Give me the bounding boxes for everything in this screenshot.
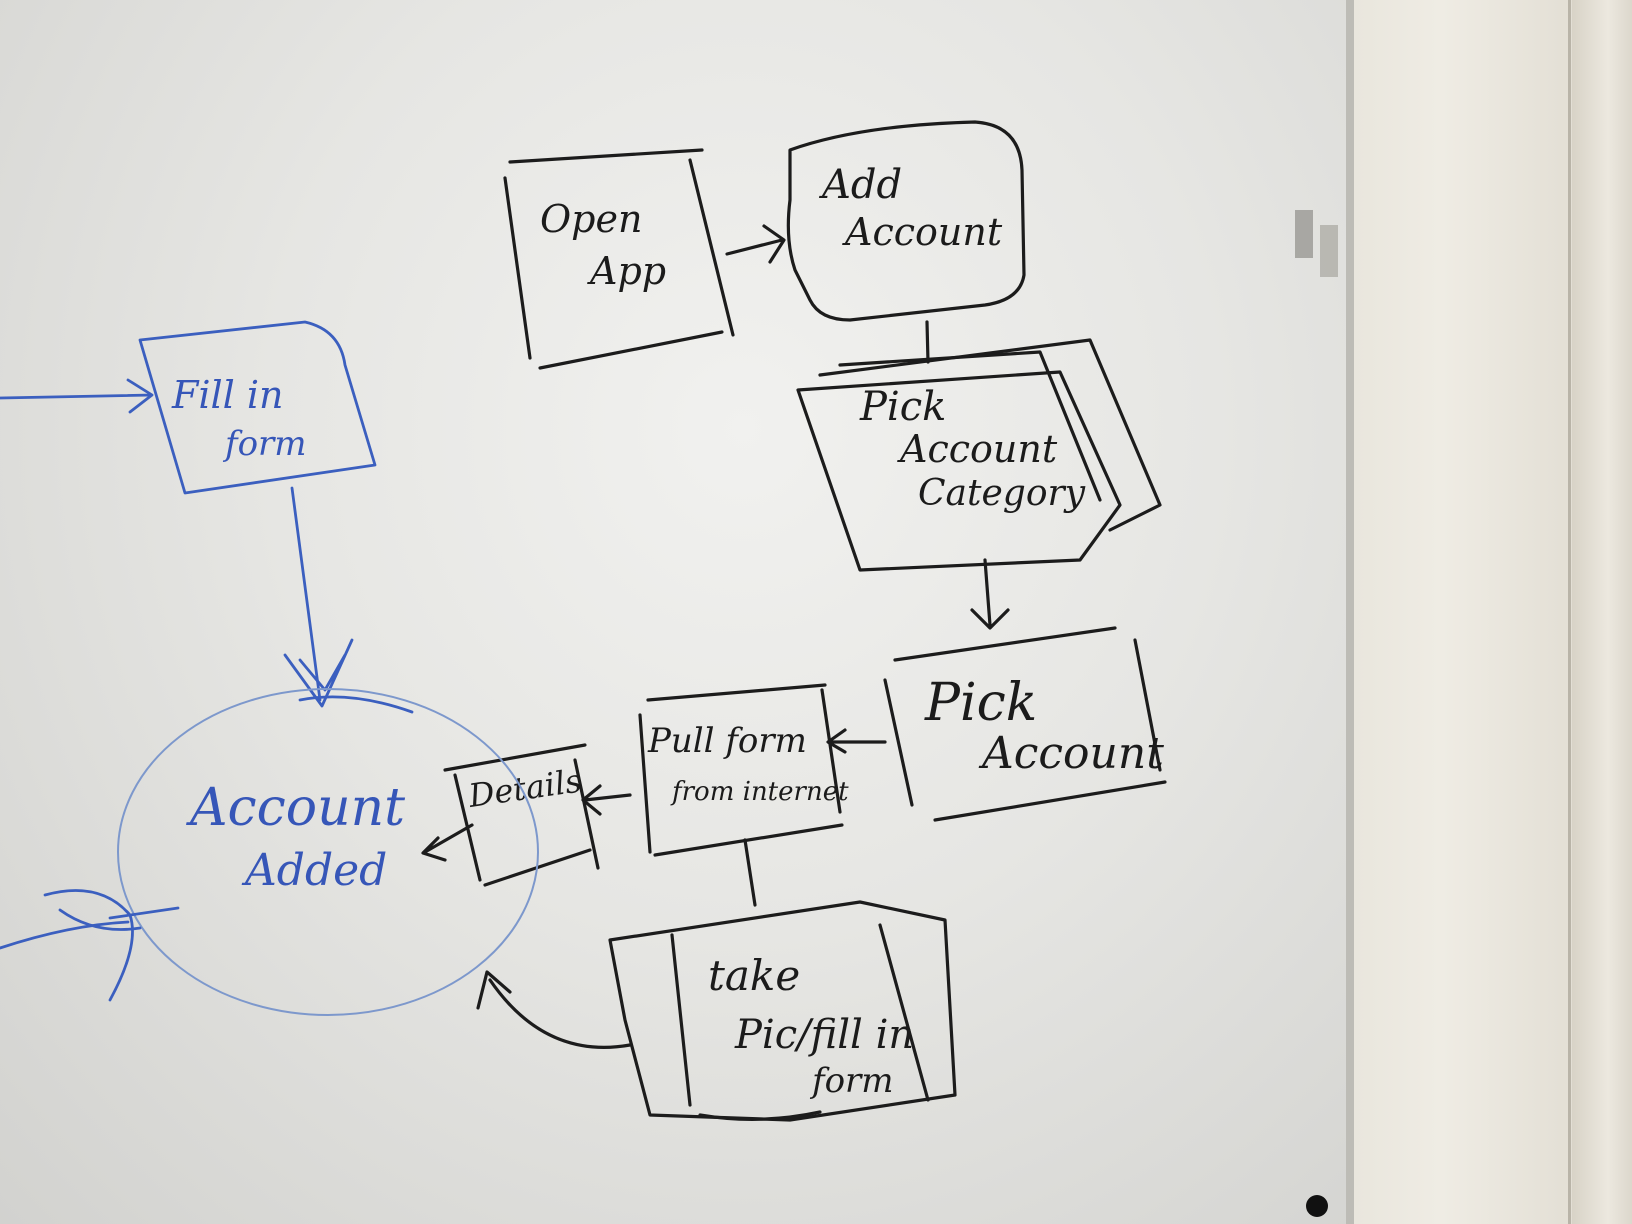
arrow-category-to-account — [970, 558, 1010, 630]
node-fill-in-form: Fill in form — [138, 320, 377, 495]
magnet-pin — [1306, 1195, 1328, 1217]
arrow-loop-into-added — [0, 889, 180, 1002]
whiteboard-frame-edge — [1346, 0, 1354, 1224]
node-pull-form: Pull form from internet — [638, 683, 849, 857]
arrow-take-pic-to-added — [476, 970, 632, 1049]
node-fill-in-form-line-1: Fill in — [171, 373, 284, 417]
node-add-account: Add Account — [786, 120, 1026, 322]
node-take-pic-line-3: form — [809, 1061, 894, 1101]
door-frame — [1572, 0, 1632, 1224]
whiteboard — [0, 0, 1352, 1224]
node-details: Details — [443, 743, 600, 887]
door-frame-edge — [1568, 0, 1571, 1224]
node-category-line-3: Category — [918, 473, 1086, 514]
arrow-pull-form-to-details — [581, 784, 632, 816]
connector-pull-form-to-take-pic — [743, 838, 757, 907]
node-pull-form-line-2: from internet — [670, 777, 849, 807]
node-category-line-1: Pick — [859, 384, 946, 430]
node-fill-in-form-line-2: form — [222, 424, 307, 464]
node-account-added-line-1: Account — [186, 778, 405, 838]
tape-strip — [1320, 225, 1338, 277]
node-account-added: Account Added — [117, 688, 539, 1016]
node-take-pic: take Pic/fill in form — [608, 900, 957, 1122]
node-add-account-line-2: Account — [842, 210, 1003, 254]
node-open-app: Open App — [503, 148, 735, 370]
node-pick-account-category: Pick Account Category — [796, 338, 1162, 572]
arrow-details-to-added — [421, 823, 474, 862]
node-pick-account: Pick Account — [883, 626, 1167, 822]
arrow-account-to-pull-form — [826, 728, 887, 754]
node-open-app-line-1: Open — [540, 197, 642, 241]
arrow-fill-in-form-to-added — [283, 486, 354, 708]
node-open-app-line-2: App — [587, 249, 666, 293]
arrow-into-fill-in-form — [0, 378, 154, 414]
node-pull-form-line-1: Pull form — [647, 721, 807, 761]
node-take-pic-line-1: take — [708, 951, 800, 1000]
node-add-account-line-1: Add — [818, 162, 902, 208]
node-details-label: Details — [465, 761, 584, 815]
node-pick-account-line-1: Pick — [924, 673, 1037, 733]
tape-strip — [1295, 210, 1313, 258]
node-category-line-2: Account — [897, 427, 1058, 471]
node-account-added-line-2: Added — [241, 845, 387, 896]
wall — [1354, 0, 1572, 1224]
arrow-open-to-add — [725, 224, 786, 264]
node-pick-account-line-2: Account — [978, 728, 1164, 779]
node-take-pic-line-2: Pic/fill in — [734, 1012, 914, 1058]
connector-add-to-category — [925, 320, 930, 364]
